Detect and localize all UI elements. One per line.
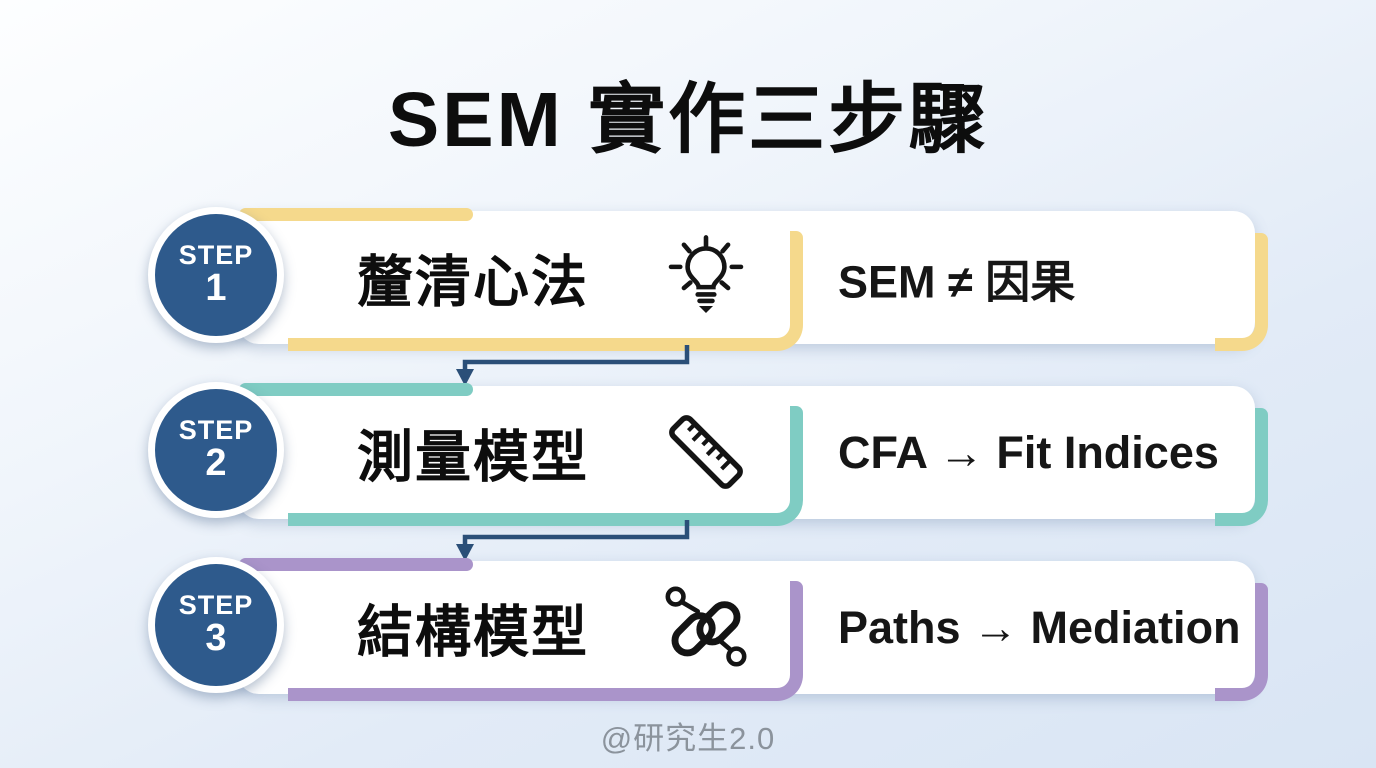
badge-step-number: 3 [205, 617, 227, 660]
accent-divider-stripe [287, 581, 803, 701]
accent-divider-stripe [287, 406, 803, 526]
step-description: CFA → Fit Indices [838, 426, 1219, 478]
step-row-1: 釐清心法 SEM ≠ 因果 STEP [148, 205, 1268, 351]
step-card-2: 測量模型 CFA → Fit Indices [237, 383, 1268, 526]
accent-top-stripe [239, 208, 474, 221]
page-title: SEM 實作三步驟 [387, 77, 989, 163]
step-row-3: 結構模型 Paths → Mediation STEP 3 [148, 555, 1268, 701]
step-card-1: 釐清心法 SEM ≠ 因果 [237, 208, 1268, 351]
step-row-2: 測量模型 CFA → Fit Indices STEP [148, 380, 1268, 526]
accent-top-stripe [239, 383, 474, 396]
connector-arrow-2 [456, 520, 690, 561]
badge-step-label: STEP [178, 589, 254, 620]
step-title: 結構模型 [357, 600, 589, 663]
step-badge-2: STEP 2 [148, 382, 284, 518]
lightbulb-icon [660, 231, 752, 323]
badge-step-label: STEP [178, 414, 254, 445]
step-badge-1: STEP 1 [148, 207, 284, 343]
step-description: SEM ≠ 因果 [838, 256, 1076, 307]
accent-top-stripe [239, 558, 474, 571]
badge-step-label: STEP [178, 239, 254, 270]
network-link-icon [660, 581, 752, 673]
step-title: 測量模型 [357, 425, 589, 488]
connector-arrow-1 [456, 345, 690, 386]
footer-credit: @研究生2.0 [600, 721, 776, 756]
step-badge-3: STEP 3 [148, 557, 284, 693]
step-card-3: 結構模型 Paths → Mediation [237, 558, 1268, 701]
accent-divider-stripe [287, 231, 803, 351]
step-title: 釐清心法 [357, 250, 589, 313]
badge-step-number: 1 [205, 267, 227, 310]
badge-step-number: 2 [205, 442, 227, 485]
ruler-icon [660, 406, 752, 498]
step-description: Paths → Mediation [838, 601, 1241, 653]
